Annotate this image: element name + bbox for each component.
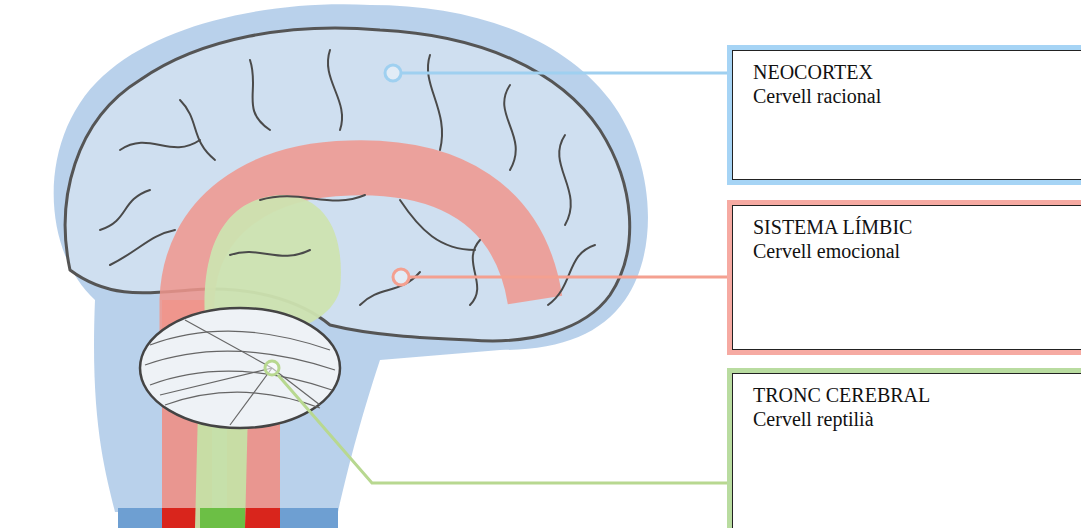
leader-line <box>278 375 727 483</box>
cerebellum-fold <box>185 320 272 368</box>
body-text: Cervell racional <box>753 84 1067 108</box>
gyrus-line <box>250 60 270 130</box>
brainstem-base <box>200 508 245 528</box>
callout-box: SISTEMA LÍMBICCervell emocional <box>727 200 1081 355</box>
cerebrum <box>65 28 629 341</box>
heading-text: TRONC CEREBRAL <box>753 383 1067 407</box>
gyrus-line <box>260 195 365 200</box>
heading-text: SISTEMA LÍMBIC <box>753 215 1067 239</box>
leader-line <box>402 72 727 75</box>
halo-base <box>118 508 338 528</box>
leader-dot <box>385 65 401 81</box>
body-text: Cervell emocional <box>753 239 1067 263</box>
body-text: Cervell reptilià <box>753 407 1067 431</box>
cerebellum-fold <box>230 368 272 425</box>
gyrus-line <box>180 100 215 160</box>
cerebellum-fold <box>150 331 330 350</box>
cerebellum-fold <box>145 351 335 370</box>
cerebellum-fold <box>272 368 320 405</box>
gyrus-line <box>100 190 150 230</box>
gyrus-line <box>428 55 442 150</box>
leader-dot <box>393 269 409 285</box>
gyrus-line <box>328 50 342 130</box>
cerebellum-fold <box>150 371 332 390</box>
gyrus-line <box>504 85 516 170</box>
heading-text: NEOCORTEX <box>753 60 1067 84</box>
gyrus-line <box>548 245 595 305</box>
callout-box: TRONC CEREBRALCervell reptilià <box>727 368 1081 528</box>
gyrus-line <box>559 135 571 225</box>
gyrus-line <box>400 200 475 250</box>
leader-line <box>410 276 727 279</box>
gyrus-line <box>230 250 310 256</box>
gyri <box>100 50 595 305</box>
leader-dot <box>265 361 279 375</box>
gyrus-line <box>120 140 200 150</box>
brain-halo <box>54 4 648 512</box>
callout-box: NEOCORTEXCervell racional <box>727 45 1081 185</box>
gyrus-line <box>110 230 175 265</box>
